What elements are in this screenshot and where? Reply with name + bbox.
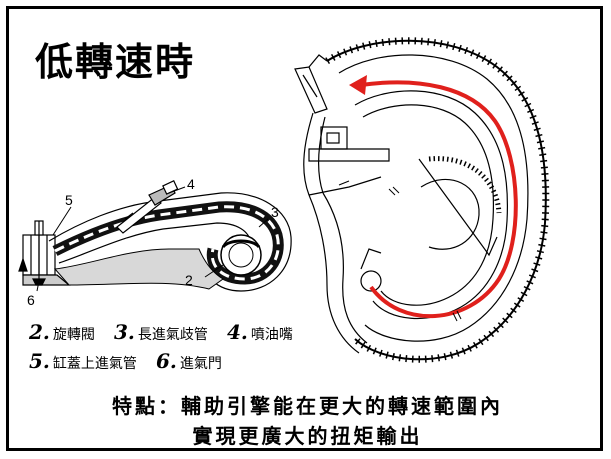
legend-num-4: 4. — [226, 320, 248, 344]
airflow-arrow — [360, 80, 518, 318]
intake-schematic: 5 4 3 2 6 — [18, 176, 292, 308]
inlet-port — [294, 54, 390, 354]
rotary-valve — [220, 234, 262, 276]
feature-line-2: 實現更廣大的扭矩輸出 — [192, 424, 423, 448]
legend-label-long-runner: 長進氣歧管 — [137, 327, 208, 343]
hatch-marks — [338, 180, 462, 322]
legend-num-2: 2. — [29, 320, 50, 344]
page-title: 低轉速時 — [35, 40, 196, 84]
callout-6: 6 — [27, 292, 35, 308]
diagram-frame: 低轉速時 — [6, 6, 603, 451]
leader-lines — [36, 186, 269, 292]
manifold-outer-shell — [326, 39, 547, 361]
airflow-arrowhead — [349, 75, 367, 95]
legend-label-injector: 噴油嘴 — [250, 327, 293, 343]
legend-row-2: 5.缸蓋上進氣管 6.進氣門 — [29, 349, 236, 373]
callout-2: 2 — [185, 272, 193, 288]
spiral-manifold — [294, 37, 550, 363]
fuel-injector — [116, 180, 179, 234]
legend-label-head-intake: 缸蓋上進氣管 — [52, 356, 137, 372]
legend-label-rotary-valve: 旋轉閥 — [52, 327, 95, 343]
legend-label-intake-valve: 進氣門 — [179, 356, 222, 372]
legend-num-6: 6. — [155, 349, 177, 373]
legend-row-1: 2.旋轉閥 3.長進氣歧管 4.噴油嘴 — [29, 320, 307, 344]
rotary-drum — [360, 156, 502, 292]
feature-line-1: 特點：輔助引擎能在更大的轉速範圍內 — [112, 394, 503, 418]
callout-5: 5 — [65, 192, 73, 208]
legend-num-5: 5. — [29, 349, 50, 373]
legend-num-3: 3. — [113, 320, 135, 344]
callout-3: 3 — [271, 204, 279, 220]
callout-4: 4 — [187, 176, 195, 192]
